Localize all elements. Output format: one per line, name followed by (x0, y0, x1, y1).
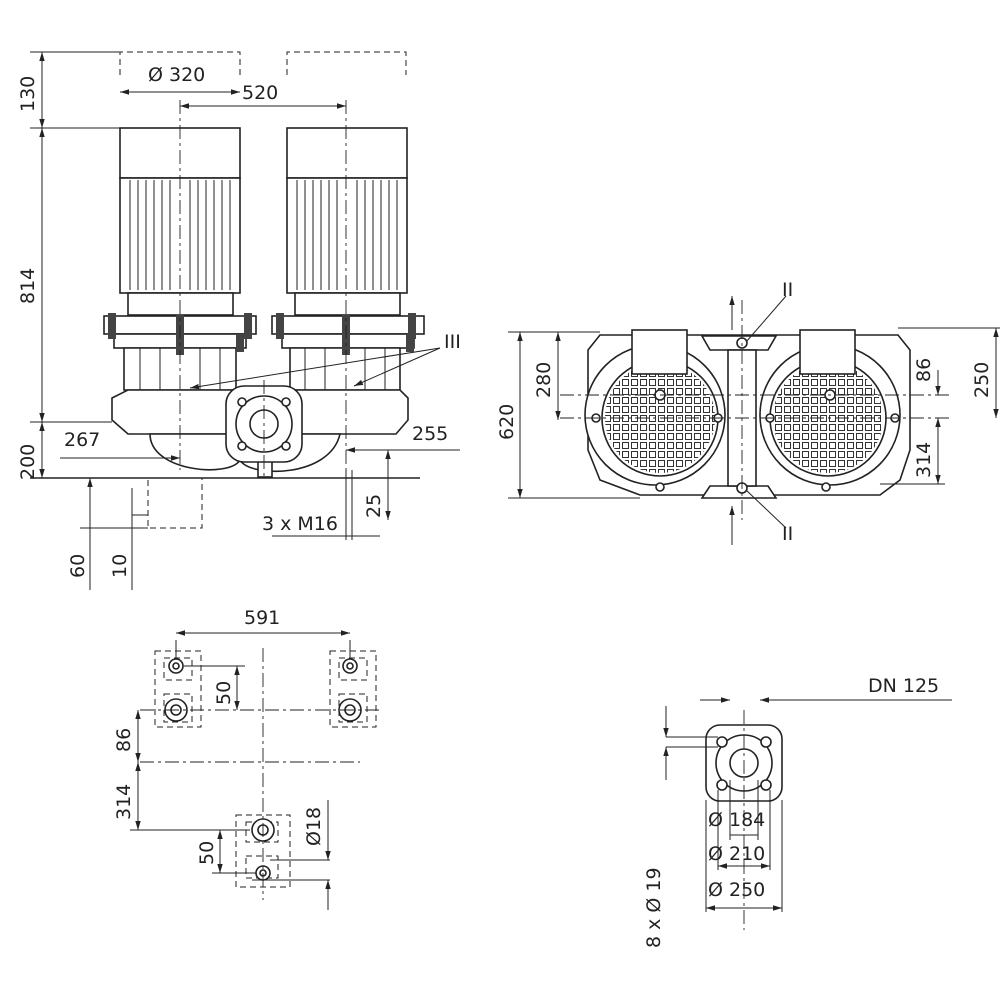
terminal-box-right (799, 329, 856, 375)
label-base-width: 591 (244, 607, 280, 629)
label-base-d18: Ø18 (303, 807, 325, 846)
label-motor-diameter: Ø 320 (148, 64, 205, 86)
label-base-314: 314 (113, 784, 135, 820)
label-base-50-top: 50 (213, 681, 235, 705)
foot-pad-right (329, 650, 377, 728)
base-view: 591 50 86 314 50 (113, 607, 380, 910)
label-base-50-bottom: 50 (196, 841, 218, 865)
label-ref-iii: III (444, 331, 461, 353)
label-flange-bolts: 8 x Ø 19 (643, 867, 665, 948)
label-dim-280: 280 (533, 362, 555, 398)
flange-view: DN 125 8 x Ø 19 Ø 184 Ø 210 Ø 250 (643, 675, 952, 948)
label-flange-d210: Ø 210 (708, 843, 765, 865)
label-axis-distance: 520 (242, 82, 278, 104)
side-view: Ø 320 520 130 814 200 267 255 60 10 25 3… (17, 51, 461, 590)
top-view: II II 620 280 250 86 314 (496, 279, 1000, 545)
label-height-base: 200 (17, 444, 39, 480)
label-thread: 3 x M16 (262, 513, 338, 535)
label-height-top: 130 (17, 76, 39, 112)
label-ref-ii-top: II (782, 279, 793, 301)
label-flange-d250: Ø 250 (708, 879, 765, 901)
label-depth-thread: 25 (363, 494, 385, 518)
foot-outline (147, 477, 203, 529)
label-dim-86-top: 86 (913, 358, 935, 382)
label-flange-dn: DN 125 (868, 675, 939, 697)
label-base-86: 86 (113, 728, 135, 752)
label-dim-314-top: 314 (913, 442, 935, 478)
foot-pad-left (154, 650, 202, 728)
label-foot-10: 10 (109, 554, 131, 578)
terminal-box-left (631, 329, 688, 375)
label-width-620: 620 (496, 404, 518, 440)
label-dim-250: 250 (971, 362, 993, 398)
label-height-motor: 814 (17, 268, 39, 304)
label-offset-right: 255 (412, 423, 448, 445)
motor-clearance-left (119, 51, 241, 75)
label-ref-ii-bottom: II (782, 523, 793, 545)
label-flange-d184: Ø 184 (708, 809, 765, 831)
label-foot-60: 60 (67, 554, 89, 578)
motor-clearance-right (286, 51, 407, 75)
label-offset-left: 267 (64, 429, 100, 451)
